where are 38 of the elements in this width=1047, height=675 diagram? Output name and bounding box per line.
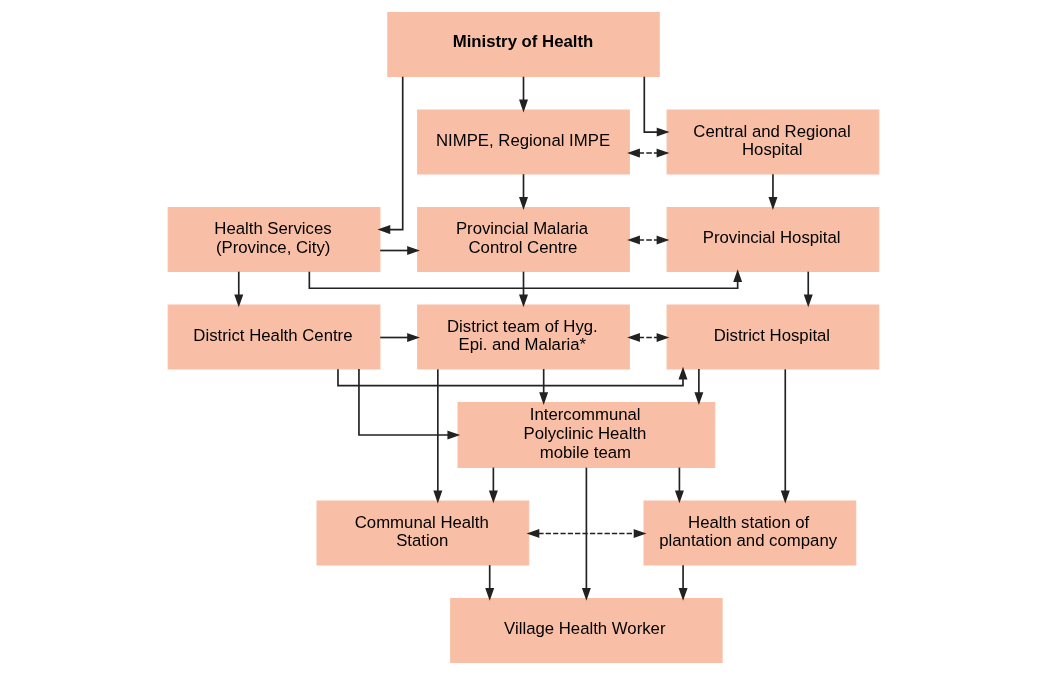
arrow	[768, 173, 778, 210]
arrow	[379, 246, 420, 255]
arrow	[377, 75, 404, 235]
node-box: District Hospital	[666, 304, 880, 370]
arrow	[519, 173, 528, 210]
arrow	[627, 148, 670, 158]
arrow	[539, 368, 549, 405]
arrow	[519, 75, 528, 113]
arrow	[433, 368, 443, 504]
arrow	[485, 564, 495, 601]
arrow	[678, 564, 688, 601]
arrow	[488, 466, 498, 504]
node-box: Central and Regional Hospital	[666, 109, 880, 175]
arrow	[674, 466, 684, 504]
arrow	[627, 235, 670, 245]
arrow	[803, 270, 813, 308]
node-box: Health station of plantation and company	[643, 500, 857, 566]
arrow	[526, 529, 647, 538]
arrow	[780, 368, 790, 504]
node-box: Health Services (Province, City)	[167, 207, 381, 272]
node-box: District team of Hyg. Epi. and Malaria*	[417, 304, 630, 370]
arrow	[337, 366, 688, 387]
arrow	[379, 333, 420, 342]
node-box: District Health Centre	[167, 304, 381, 370]
node-box: Village Health Worker	[450, 597, 723, 663]
node-box: Intercommunal Polyclinic Health mobile team	[457, 401, 716, 468]
arrow	[358, 368, 461, 440]
node-box: Provincial Malaria Control Centre	[417, 207, 630, 272]
arrow	[694, 368, 704, 406]
node-box: Ministry of Health	[387, 12, 660, 78]
node-box: Provincial Hospital	[666, 207, 880, 272]
arrow	[581, 466, 591, 601]
arrow	[234, 270, 244, 308]
arrow	[643, 75, 670, 137]
arrow	[519, 270, 528, 308]
arrow	[627, 333, 670, 342]
node-box: Communal Health Station	[316, 500, 530, 566]
node-box: NIMPE, Regional IMPE	[417, 109, 630, 175]
